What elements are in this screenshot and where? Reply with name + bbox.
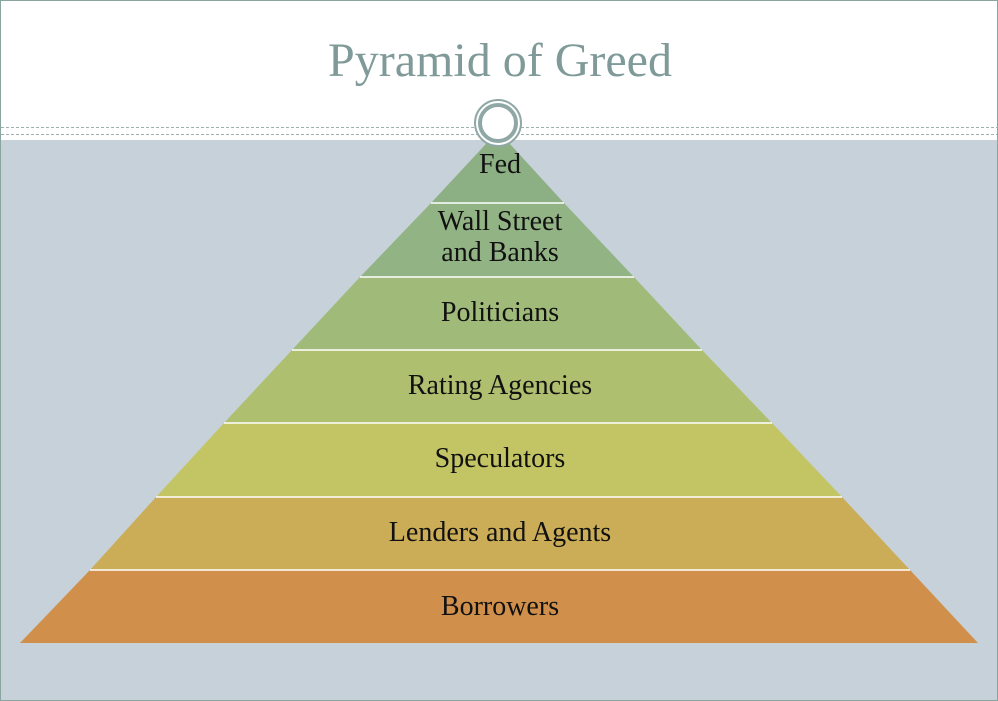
- pyramid-layer-borrowers: [20, 570, 978, 643]
- layer-label-borrowers: Borrowers: [440, 591, 560, 622]
- pyramid-layer-lenders-and-agents: [90, 497, 910, 570]
- pyramid-layer-politicians: [292, 277, 702, 350]
- slide-title: Pyramid of Greed: [328, 34, 672, 87]
- layer-label-fed: Fed: [479, 149, 521, 180]
- layer-label-lenders-and-agents: Lenders and Agents: [388, 517, 612, 548]
- layer-label-speculators: Speculators: [434, 443, 566, 474]
- pyramid-layer-fed: [431, 131, 564, 203]
- layer-label-line-2: and Banks: [441, 237, 559, 268]
- layer-label-rating-agencies: Rating Agencies: [407, 370, 593, 401]
- layer-label-politicians: Politicians: [440, 297, 560, 328]
- layer-label-wall-street-and-banks: Wall Street and Banks: [1, 206, 997, 268]
- pyramid-layer-wall-street-and-banks: [360, 203, 634, 277]
- circle-ornament-icon: [474, 99, 522, 147]
- pyramid-layer-rating-agencies: [224, 350, 772, 423]
- pyramid-layer-speculators: [156, 423, 842, 497]
- layer-label-line-1: Wall Street: [437, 206, 563, 237]
- layer-separators: [90, 202, 910, 571]
